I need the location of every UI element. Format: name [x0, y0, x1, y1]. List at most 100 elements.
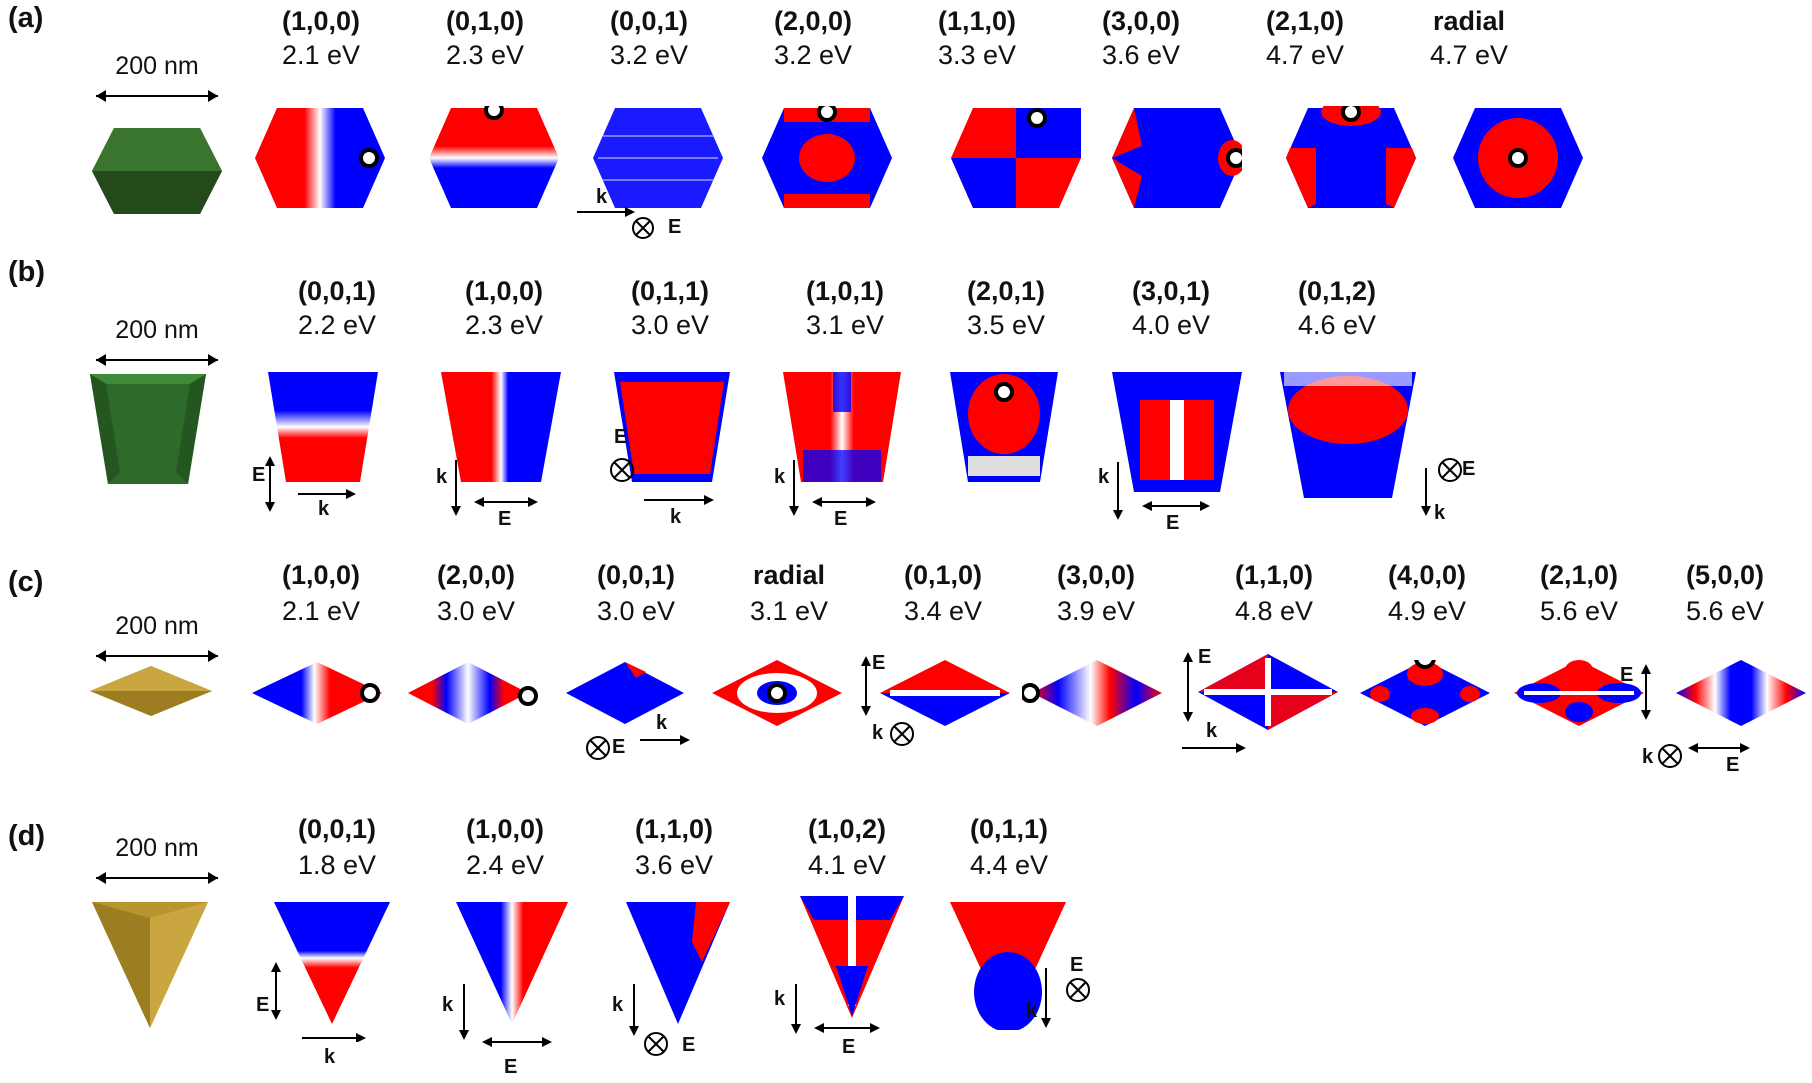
mode-energy-b3: 3.0 eV [630, 310, 710, 340]
mode-energy-b1: 2.2 eV [297, 310, 377, 340]
scale-label-c: 200 nm [115, 612, 199, 640]
e-label-b7: E [1462, 458, 1476, 480]
mode-energy-b7: 4.6 eV [1297, 310, 1377, 340]
axes-annotation-d3 [629, 984, 668, 1056]
mode-index-a5: (1,1,0) [937, 6, 1017, 36]
mode-index-c9: (2,1,0) [1539, 560, 1619, 590]
mode-index-b5: (2,0,1) [966, 276, 1046, 306]
bipyramid-gold [90, 666, 212, 716]
field-map-d5 [950, 902, 1066, 1030]
k-label-d5: k [1026, 1000, 1038, 1022]
mode-index-c3: (0,0,1) [596, 560, 676, 590]
mode-index-a4: (2,0,0) [773, 6, 853, 36]
mode-energy-a4: 3.2 eV [773, 40, 853, 70]
mode-energy-b4: 3.1 eV [805, 310, 885, 340]
field-map-b1 [268, 372, 378, 482]
k-label-c10: k [1642, 746, 1654, 768]
k-label-c5: k [872, 722, 884, 744]
k-label-b3: k [670, 506, 682, 528]
axes-annotation-b1 [265, 456, 356, 512]
mode-energy-a1: 2.1 eV [281, 40, 361, 70]
scale-bar-a: 200 nm [92, 52, 222, 116]
e-label-b4: E [834, 508, 848, 530]
mode-energy-a8: 4.7 eV [1429, 40, 1509, 70]
field-map-c4 [712, 660, 842, 726]
field-map-c9 [1514, 660, 1644, 726]
field-map-b5 [950, 372, 1058, 482]
panel-label-a: (a) [8, 2, 44, 34]
axes-annotation-d4 [791, 984, 880, 1034]
k-label-b6: k [1098, 466, 1110, 488]
scale-label-a: 200 nm [115, 52, 199, 80]
mode-index-d1: (0,0,1) [297, 814, 377, 844]
mode-energy-c7: 4.8 eV [1234, 596, 1314, 626]
k-label-b2: k [436, 466, 448, 488]
field-map-b2 [441, 372, 561, 482]
e-label-a3: E [668, 216, 682, 238]
axes-annotation-b7 [1421, 458, 1462, 516]
k-label-c3: k [656, 712, 668, 734]
mode-index-a8: radial [1432, 6, 1506, 36]
mode-index-a6: (3,0,0) [1101, 6, 1181, 36]
field-map-b6 [1112, 372, 1242, 492]
panel-label-b: (b) [8, 256, 46, 288]
panel-label-d: (d) [8, 820, 46, 852]
mode-index-c8: (4,0,0) [1387, 560, 1467, 590]
mode-energy-c4: 3.1 eV [749, 596, 829, 626]
k-label-d1: k [324, 1046, 336, 1068]
mode-index-d3: (1,1,0) [634, 814, 714, 844]
e-label-c7: E [1198, 646, 1212, 668]
field-map-a4 [762, 106, 892, 208]
field-map-a3 [593, 108, 723, 208]
k-label-b1: k [318, 498, 330, 520]
mode-index-a1: (1,0,0) [281, 6, 361, 36]
mode-energy-a7: 4.7 eV [1265, 40, 1345, 70]
mode-index-b2: (1,0,0) [464, 276, 544, 306]
scale-bar-d: 200 nm [92, 834, 222, 898]
field-map-b7 [1280, 372, 1416, 498]
scale-label-d: 200 nm [115, 834, 199, 862]
field-map-d4 [800, 896, 904, 1018]
mode-index-c6: (3,0,0) [1056, 560, 1136, 590]
mode-energy-a5: 3.3 eV [937, 40, 1017, 70]
k-label-d2: k [442, 994, 454, 1016]
mode-index-b6: (3,0,1) [1131, 276, 1211, 306]
e-label-c10b: E [1726, 754, 1740, 776]
mode-index-b1: (0,0,1) [297, 276, 377, 306]
field-map-c3 [566, 662, 684, 724]
mode-index-c4: radial [752, 560, 826, 590]
mode-energy-b6: 4.0 eV [1131, 310, 1211, 340]
mode-index-d2: (1,0,0) [465, 814, 545, 844]
e-label-b6: E [1166, 512, 1180, 534]
e-label-d5: E [1070, 954, 1084, 976]
hexagonal-prism-green [92, 128, 222, 214]
axes-annotation-c7 [1182, 652, 1246, 753]
pyramid-gold [92, 902, 208, 1028]
mode-index-b3: (0,1,1) [630, 276, 710, 306]
mode-energy-c2: 3.0 eV [436, 596, 516, 626]
e-label-b2: E [498, 508, 512, 530]
mode-index-a2: (0,1,0) [445, 6, 525, 36]
e-label-c10: E [1620, 664, 1634, 686]
e-label-b3: E [614, 426, 628, 448]
k-label-b4: k [774, 466, 786, 488]
field-map-c6 [1022, 660, 1162, 726]
scale-label-b: 200 nm [115, 316, 199, 344]
mode-energy-c5: 3.4 eV [903, 596, 983, 626]
field-map-d3 [626, 902, 730, 1024]
mode-index-b7: (0,1,2) [1297, 276, 1377, 306]
field-map-c1 [252, 662, 382, 724]
field-map-a5 [951, 108, 1081, 208]
mode-index-c5: (0,1,0) [903, 560, 983, 590]
field-map-b4 [783, 372, 901, 482]
mode-energy-c6: 3.9 eV [1056, 596, 1136, 626]
mode-energy-d1: 1.8 eV [297, 850, 377, 880]
axes-annotation-b3 [610, 458, 714, 505]
field-map-a2 [429, 106, 559, 208]
mode-energy-a6: 3.6 eV [1101, 40, 1181, 70]
mode-index-b4: (1,0,1) [805, 276, 885, 306]
axes-annotation-c5 [861, 656, 914, 746]
axes-annotation-b2 [451, 460, 538, 516]
mode-index-a7: (2,1,0) [1265, 6, 1345, 36]
axes-annotation-a3 [577, 207, 654, 239]
